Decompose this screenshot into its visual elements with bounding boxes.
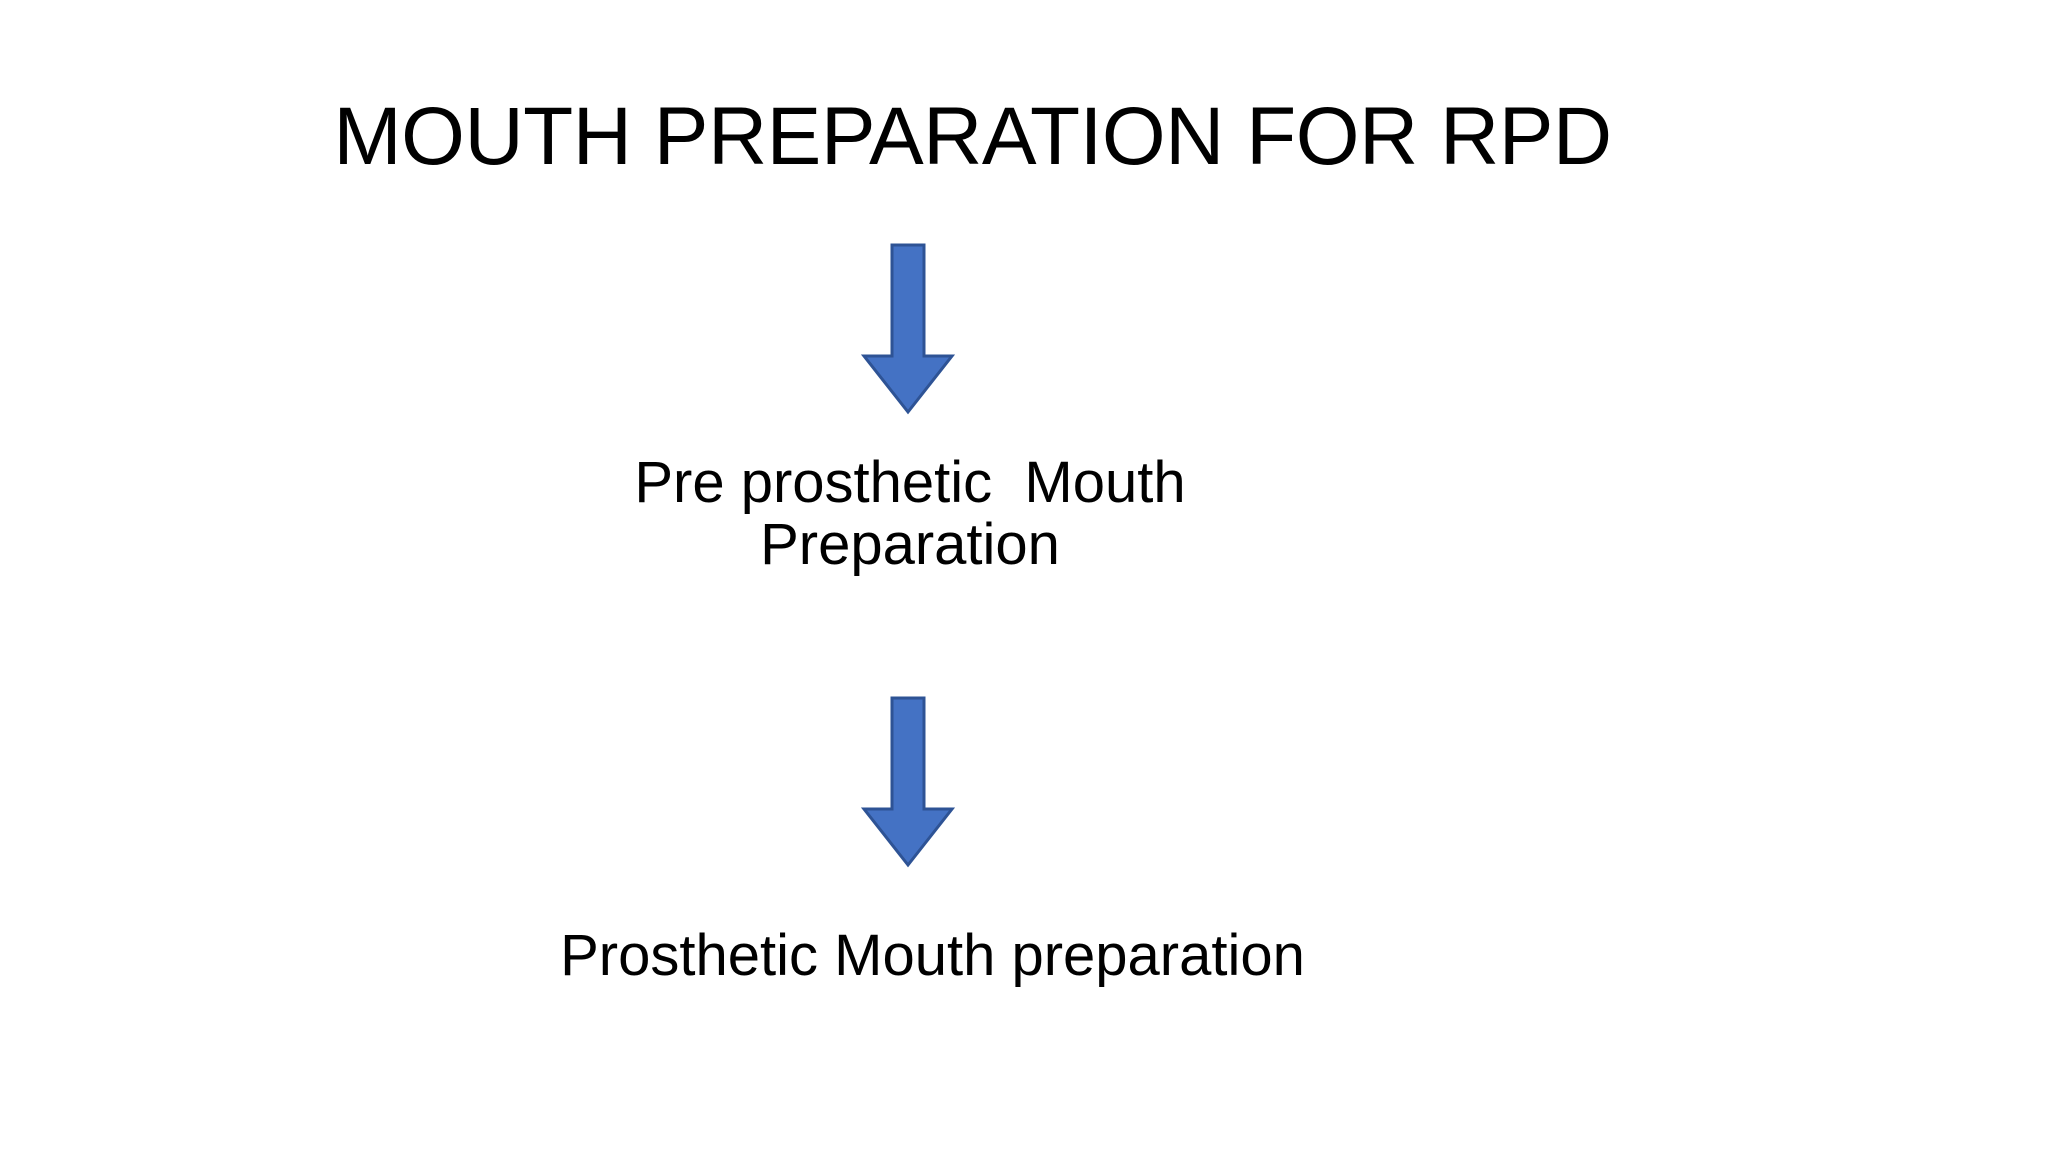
down-arrow-icon	[860, 243, 956, 415]
down-arrow-icon	[860, 696, 956, 868]
flowchart-step-prosthetic: Prosthetic Mouth preparation	[560, 923, 1305, 988]
page-title: MOUTH PREPARATION FOR RPD	[333, 91, 1612, 182]
flowchart-step-pre-prosthetic: Pre prosthetic Mouth Preparation	[634, 450, 1186, 578]
